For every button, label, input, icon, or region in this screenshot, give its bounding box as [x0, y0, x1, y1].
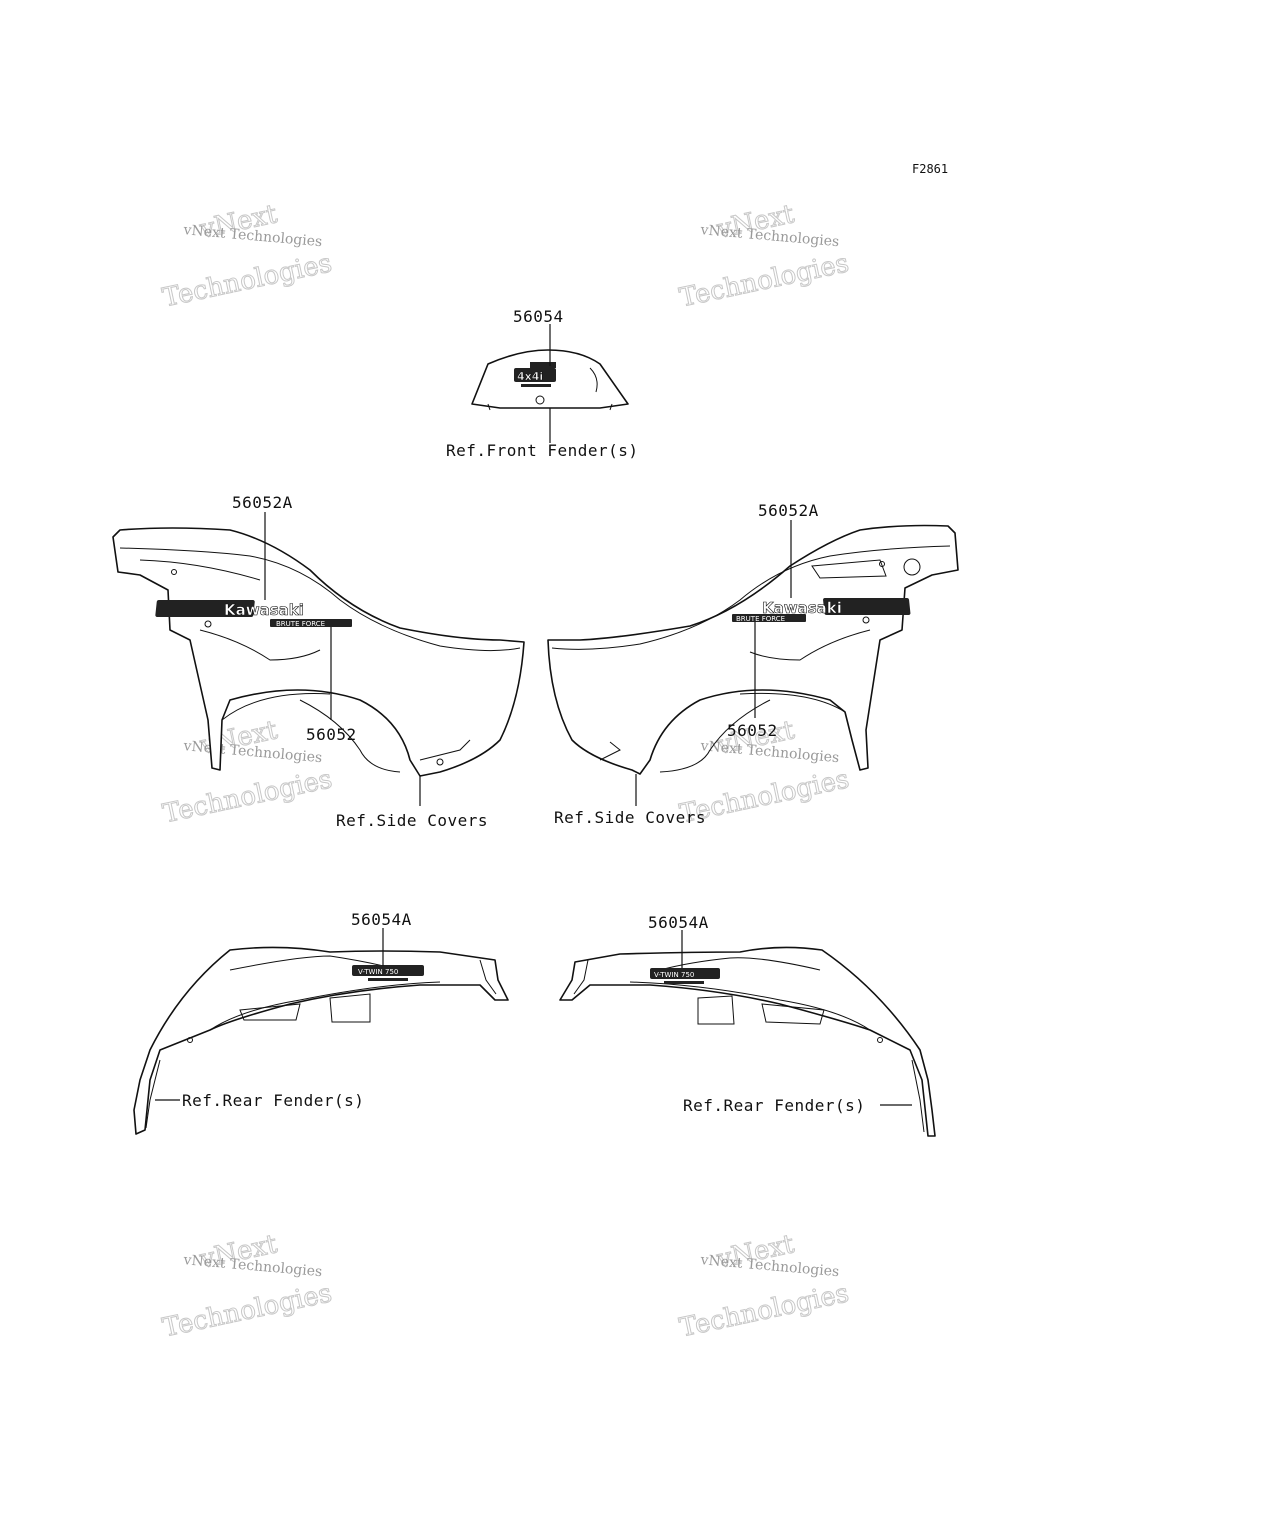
callout-56052A-right[interactable]: 56052A — [758, 501, 819, 520]
badge-text: 4x4i — [517, 370, 543, 383]
callout-56054A-right[interactable]: 56054A — [648, 913, 709, 932]
model-text: BRUTE FORCE — [276, 620, 325, 628]
ref-side-covers-left-label[interactable]: Ref.Side Covers — [336, 811, 488, 830]
front-fender-part[interactable]: 4x4i — [471, 349, 629, 411]
ref-rear-fender-left-label[interactable]: Ref.Rear Fender(s) — [182, 1091, 364, 1110]
rear-model-decal-left: V-TWIN 750 — [352, 965, 424, 981]
right-rear-fender-part[interactable]: V-TWIN 750 — [559, 946, 936, 1137]
kawasaki-decal-left: Kawasaki — [155, 600, 304, 619]
callout-56052-left[interactable]: 56052 — [306, 725, 357, 744]
watermark-word: Technologies — [677, 248, 852, 313]
brute-force-decal-left: BRUTE FORCE — [270, 619, 352, 628]
watermark-word: Technologies — [160, 248, 335, 313]
watermark-bottom-right: vNext vNext Technologies Technologies — [677, 1229, 853, 1344]
rear-model-text: V-TWIN 750 — [654, 971, 694, 979]
model-text: BRUTE FORCE — [736, 615, 785, 623]
brute-force-decal-right: BRUTE FORCE — [732, 614, 806, 623]
watermark-word: Technologies — [160, 1278, 335, 1343]
rear-model-text: V-TWIN 750 — [358, 968, 398, 976]
brand-text: Kawasaki — [224, 601, 304, 619]
watermark-top-right: vNext vNext Technologies Technologies — [677, 199, 853, 314]
rear-model-decal-right: V-TWIN 750 — [650, 968, 720, 984]
callout-56052A-left[interactable]: 56052A — [232, 493, 293, 512]
ref-rear-fender-right-label[interactable]: Ref.Rear Fender(s) — [683, 1096, 865, 1115]
left-side-cover-part[interactable]: Kawasaki BRUTE FORCE — [112, 527, 525, 777]
ref-front-fender-label[interactable]: Ref.Front Fender(s) — [446, 441, 639, 460]
brand-text: Kawasaki — [762, 599, 842, 617]
right-side-cover-part[interactable]: Kawasaki BRUTE FORCE — [547, 524, 959, 775]
watermark-word: Technologies — [677, 1278, 852, 1343]
watermark-top-left: vNext vNext Technologies Technologies — [160, 199, 336, 314]
figure-code: F2861 — [912, 162, 948, 176]
watermark-bottom-left: vNext vNext Technologies Technologies — [160, 1229, 336, 1344]
badge-4x4i-decal: 4x4i — [514, 362, 556, 387]
callout-56054A-left[interactable]: 56054A — [351, 910, 412, 929]
kawasaki-decal-right: Kawasaki — [762, 598, 911, 617]
callout-56054[interactable]: 56054 — [513, 307, 564, 326]
watermark-word: Technologies — [160, 764, 335, 829]
callout-56052-right[interactable]: 56052 — [727, 721, 778, 740]
ref-side-covers-right-label[interactable]: Ref.Side Covers — [554, 808, 706, 827]
left-rear-fender-part[interactable]: V-TWIN 750 — [133, 946, 509, 1135]
